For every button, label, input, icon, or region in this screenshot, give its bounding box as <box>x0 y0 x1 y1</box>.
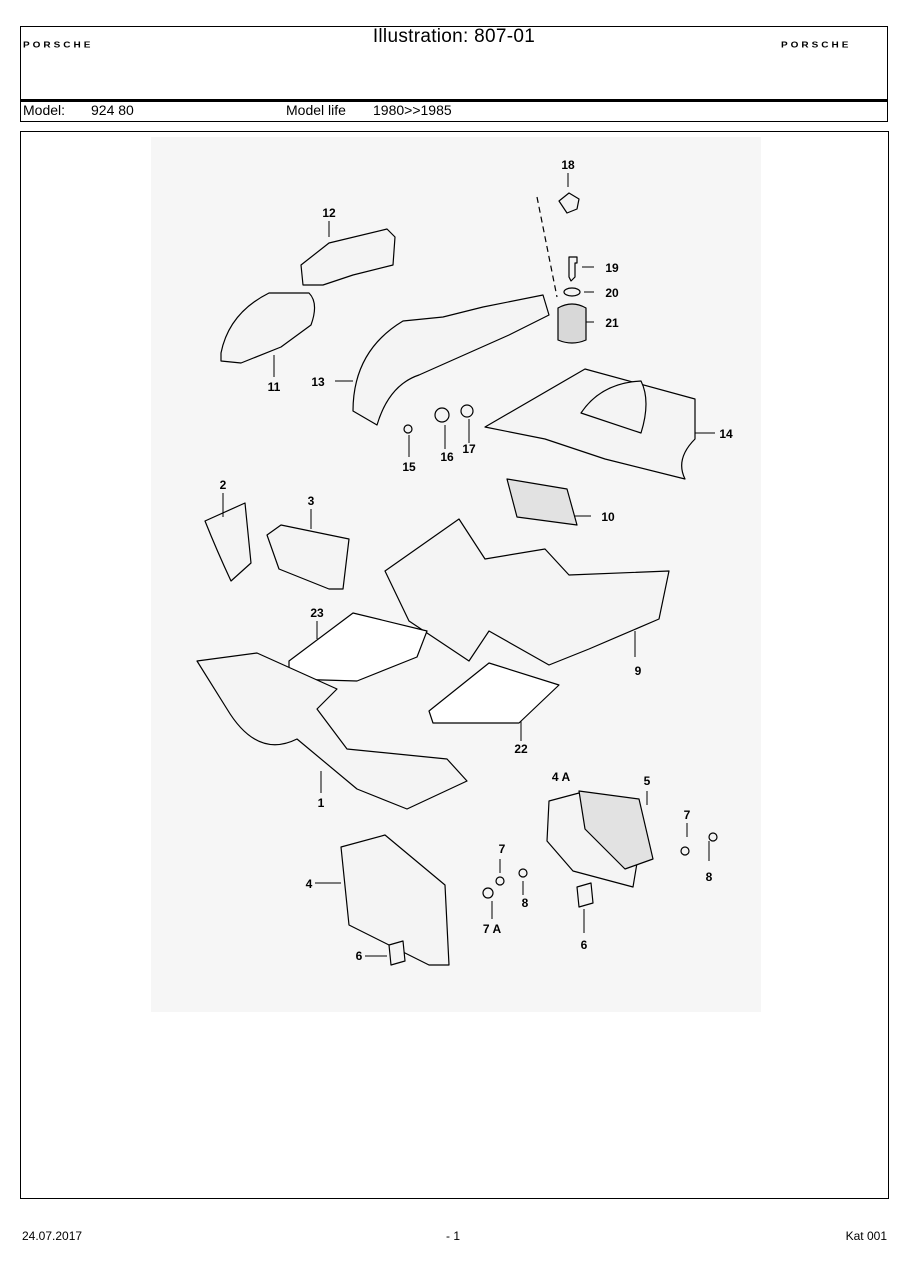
part-7-nut-a <box>495 876 505 886</box>
part-18-clip <box>558 192 580 214</box>
part-5-insulation <box>578 790 654 870</box>
callout-7-center: 7 <box>499 842 506 856</box>
callout-8-center: 8 <box>522 896 529 910</box>
svg-text:PORSCHE: PORSCHE <box>23 41 93 50</box>
part-1-carpet <box>196 652 468 810</box>
callout-7-right: 7 <box>684 808 691 822</box>
part-19-screw <box>568 256 578 282</box>
header-rule <box>21 99 887 102</box>
part-18-dash <box>536 196 558 298</box>
callout-11: 11 <box>268 380 281 394</box>
porsche-logo-left: PORSCHE <box>23 41 93 50</box>
part-22-mat <box>428 662 560 724</box>
header-box: PORSCHE Illustration: 807-01 PORSCHE Mod… <box>20 26 888 122</box>
part-20-washer <box>563 287 581 297</box>
callout-14: 14 <box>719 427 733 441</box>
illustration-title: Illustration: 807-01 <box>372 26 536 47</box>
part-14-hump <box>580 380 647 434</box>
model-value: 924 80 <box>91 102 134 118</box>
model-row: Model: 924 80 Model life 1980>>1985 <box>21 102 887 122</box>
part-17-plug <box>460 404 474 418</box>
part-2-cover <box>204 502 252 582</box>
callout-18: 18 <box>561 158 575 172</box>
callout-23: 23 <box>310 606 324 620</box>
part-12-trim <box>300 228 396 286</box>
callout-17: 17 <box>462 442 476 456</box>
model-life-label: Model life <box>286 102 346 118</box>
callout-3: 3 <box>308 494 315 508</box>
callout-12: 12 <box>322 206 336 220</box>
footer-date: 24.07.2017 <box>22 1229 83 1243</box>
part-6-clip-a <box>388 940 406 966</box>
callout-6-left: 6 <box>356 949 363 963</box>
part-8-bolt-a <box>518 868 528 878</box>
part-4-side-panel <box>340 834 450 966</box>
model-life-value: 1980>>1985 <box>373 102 452 118</box>
part-9-rear-carpet <box>384 518 670 666</box>
callout-15: 15 <box>402 460 416 474</box>
callout-8-right: 8 <box>706 870 713 884</box>
illustration-frame: 18 12 19 20 21 11 13 14 15 16 17 2 3 10 … <box>20 131 889 1199</box>
callout-1: 1 <box>318 796 325 810</box>
part-6-clip-b <box>576 882 594 908</box>
callout-22: 22 <box>514 742 528 756</box>
callout-21: 21 <box>605 316 619 330</box>
porsche-logo-right: PORSCHE <box>781 41 851 50</box>
part-15-screw <box>403 424 413 434</box>
callout-20: 20 <box>605 286 619 300</box>
parts-illustration: 18 12 19 20 21 11 13 14 15 16 17 2 3 10 … <box>151 137 761 1012</box>
part-10-pad <box>506 478 578 526</box>
callout-4a: 4 A <box>552 770 571 784</box>
part-7-nut-b <box>680 846 690 856</box>
part-8-bolt-b <box>708 832 718 842</box>
callout-2: 2 <box>220 478 227 492</box>
part-3-tray <box>266 524 350 590</box>
footer-page: - 1 <box>446 1229 461 1243</box>
callout-7a: 7 A <box>483 922 502 936</box>
svg-text:PORSCHE: PORSCHE <box>781 41 851 50</box>
callout-10: 10 <box>601 510 615 524</box>
callout-9: 9 <box>635 664 642 678</box>
callout-6-right: 6 <box>581 938 588 952</box>
callout-16: 16 <box>440 450 454 464</box>
callout-5: 5 <box>644 774 651 788</box>
part-16-grommet <box>434 407 450 423</box>
part-7a-nut <box>482 887 494 899</box>
footer-catalog: Kat 001 <box>845 1229 887 1243</box>
part-11-housing <box>220 292 316 364</box>
model-label: Model: <box>23 102 66 118</box>
callout-19: 19 <box>605 261 619 275</box>
callout-13: 13 <box>311 375 325 389</box>
part-21-foam <box>557 303 587 344</box>
callout-4: 4 <box>306 877 313 891</box>
part-13-wheelhouse <box>352 294 550 426</box>
